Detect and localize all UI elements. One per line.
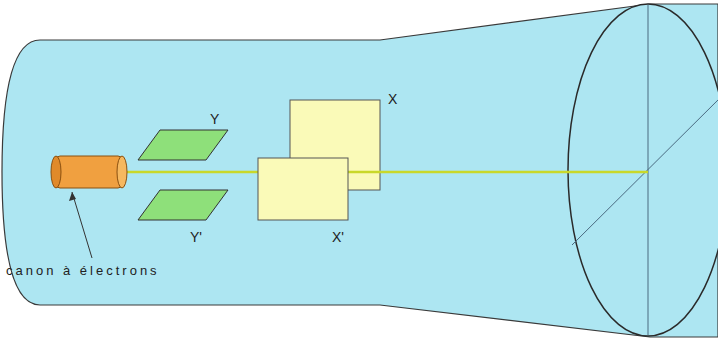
electron-beam (125, 171, 648, 174)
electron-gun-end (51, 156, 61, 188)
electron-gun (56, 156, 122, 188)
part-label: canon à électrons (6, 264, 160, 277)
plate-label: Y' (190, 230, 202, 244)
screen-axis (572, 96, 718, 245)
screen (568, 4, 718, 336)
deflection-plate-y-prime (138, 190, 228, 220)
plate-label: X' (332, 230, 344, 244)
leader-line (72, 192, 92, 258)
deflection-plate-x-prime (258, 158, 348, 220)
electron-gun-end (117, 156, 127, 188)
deflection-plate-y (138, 130, 228, 160)
plate-label: Y (210, 112, 219, 126)
leader-arrowhead (69, 192, 76, 201)
plate-label: X (388, 92, 397, 106)
